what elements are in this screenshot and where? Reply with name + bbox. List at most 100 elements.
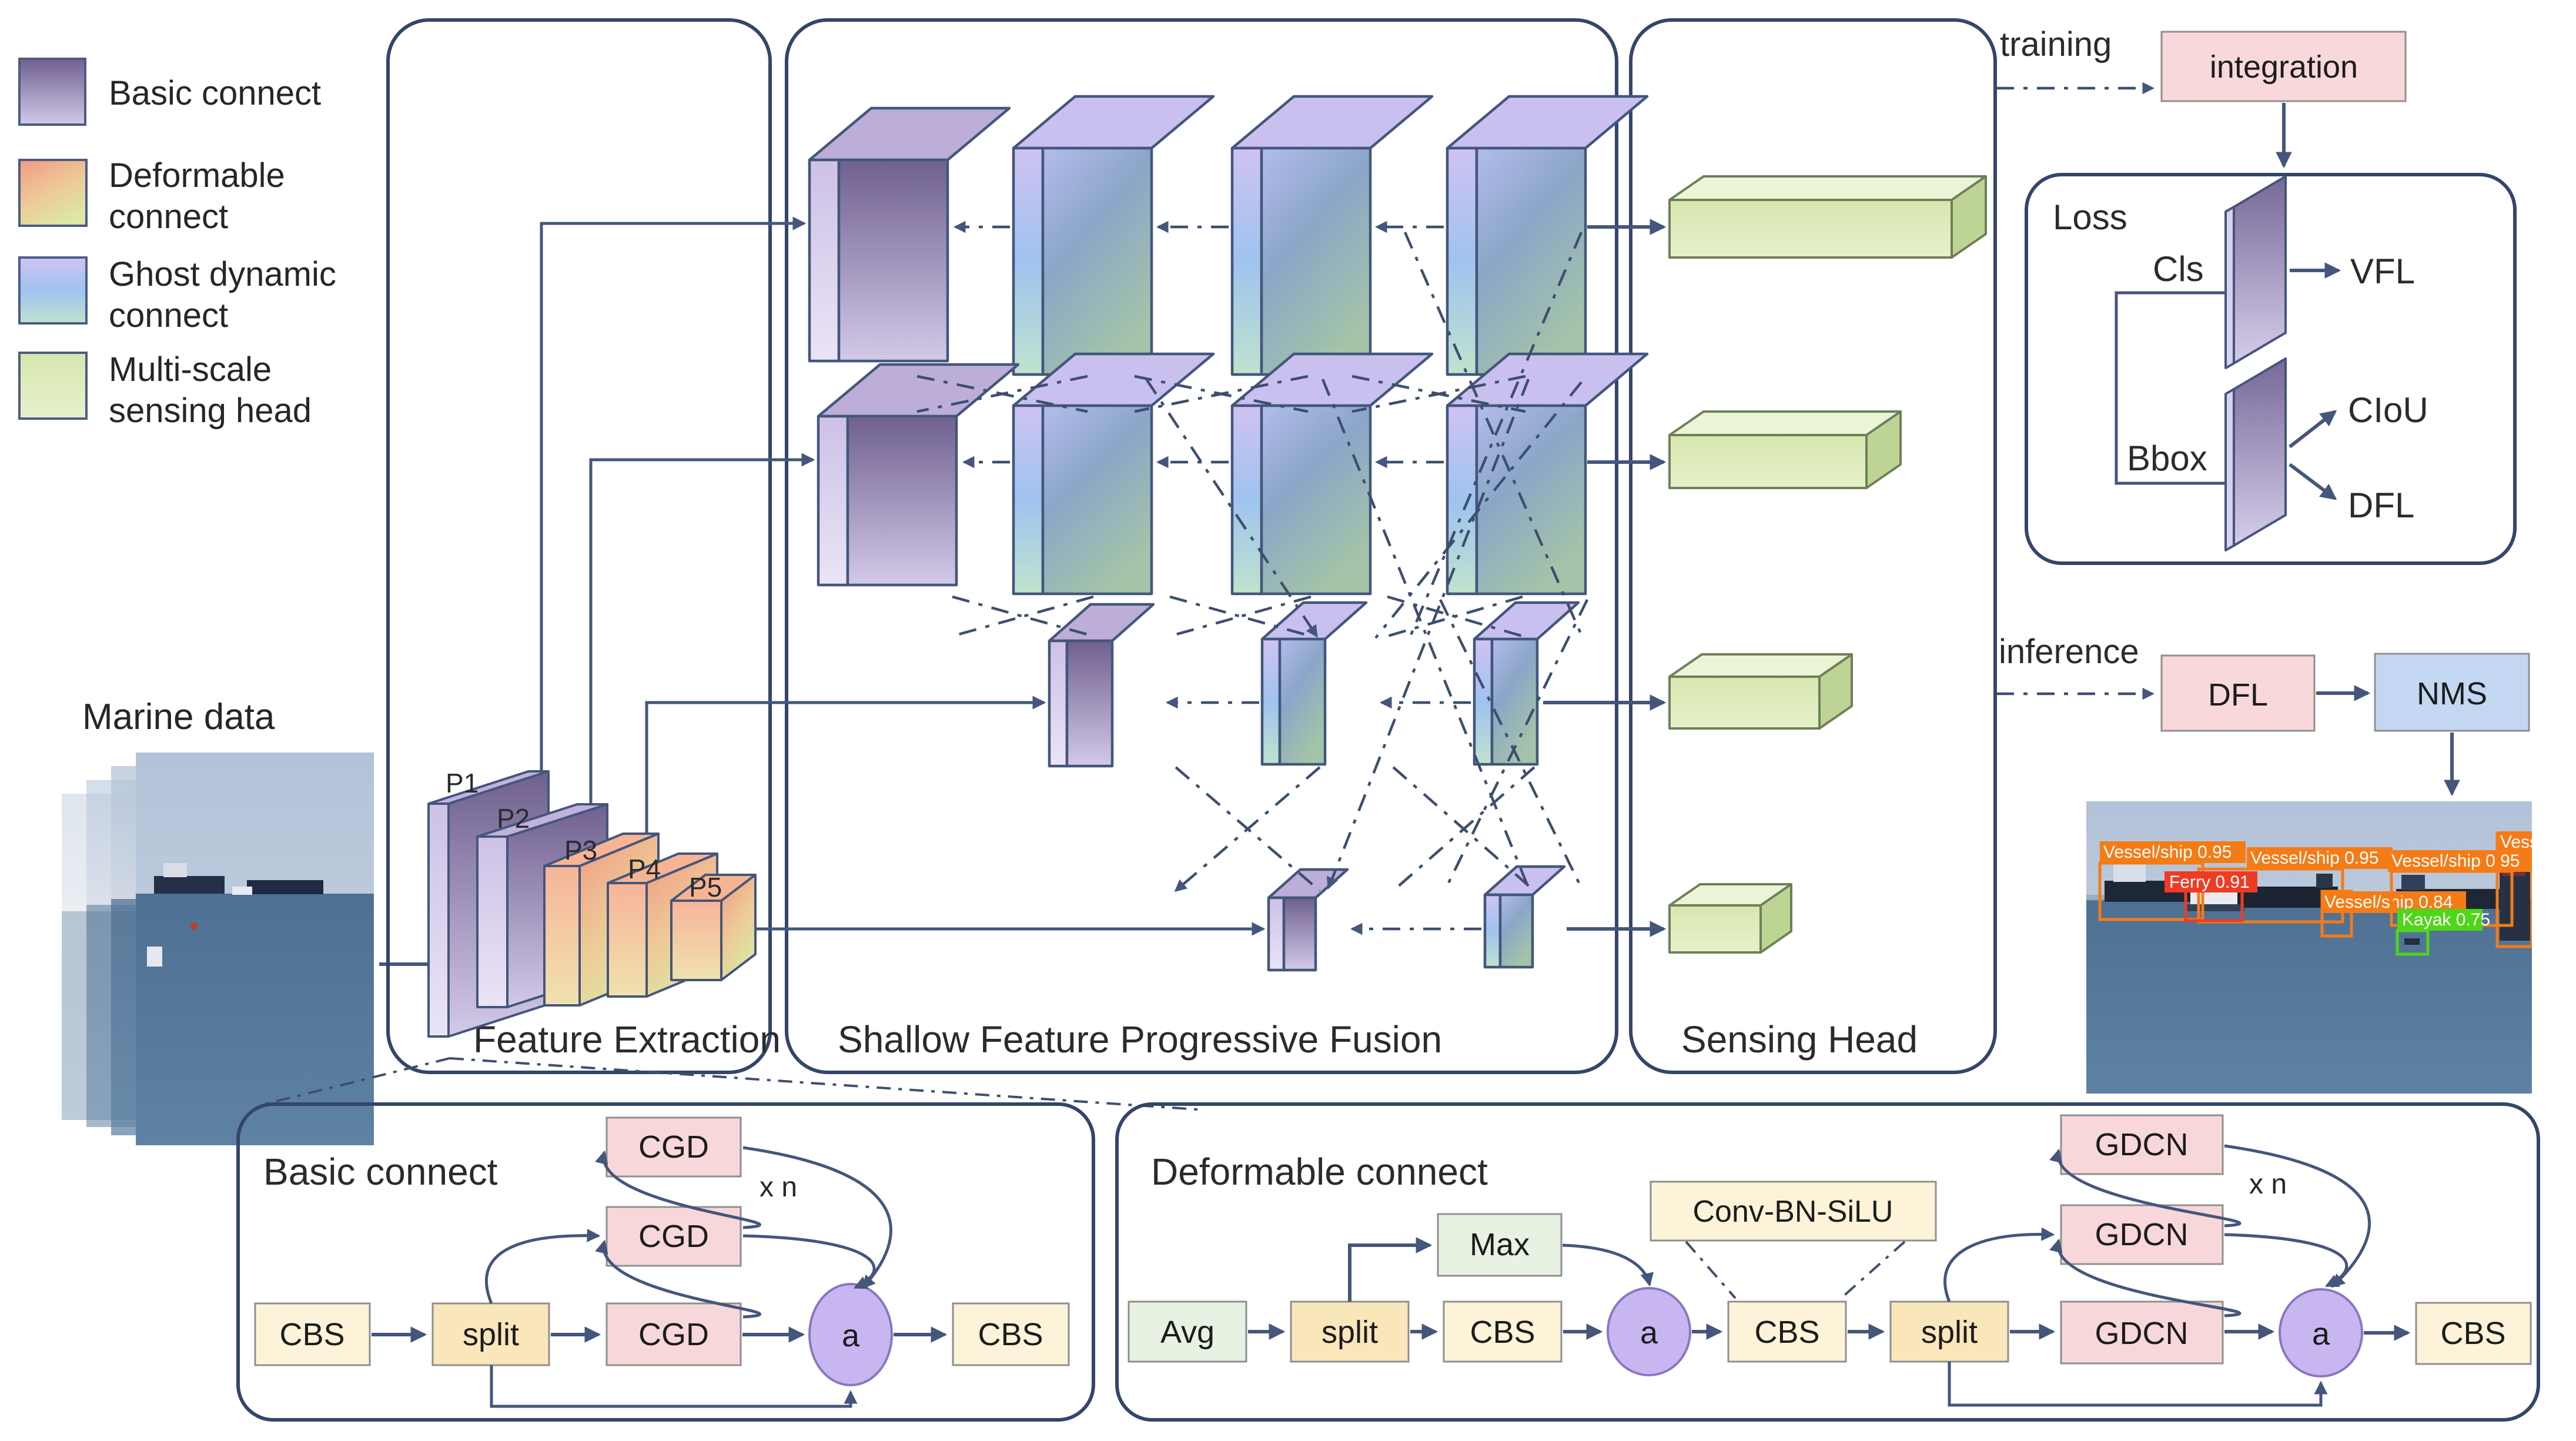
- basic-connect-panel: Basic connect CBS split CGD CGD CGD x n …: [236, 1102, 1095, 1422]
- vfl-label: VFL: [2350, 252, 2415, 291]
- marine-photo-front: [136, 753, 374, 1145]
- deformable-connect-frame: [1115, 1102, 2540, 1422]
- deformable-connect-arrows: [1248, 1144, 2411, 1407]
- deform-cbs3-label: CBS: [2440, 1316, 2505, 1351]
- deform-cbs1-box: [1443, 1300, 1563, 1363]
- fusion-slab-r1-ghost2: [1230, 95, 1434, 376]
- deform-max-box: [1437, 1213, 1563, 1277]
- fusion-mesh: [916, 220, 1589, 935]
- dfl-loss-label: DFL: [2348, 486, 2414, 525]
- inference-flow: inference DFL NMS: [1996, 633, 2530, 797]
- cls-label: Cls: [2153, 249, 2204, 289]
- fusion-slab-r2-basic: [817, 363, 1020, 587]
- sensing-box-4: [1668, 883, 1792, 954]
- loss-panel: [2025, 173, 2517, 565]
- fusion-slab-r3-basic: [1048, 603, 1155, 768]
- loss-title: Loss: [2053, 198, 2127, 237]
- integration-box: [2160, 31, 2407, 102]
- deform-agg1-ellipse: [1607, 1287, 1691, 1376]
- deform-split2-box: [1889, 1300, 2009, 1363]
- p1-label: P1: [446, 768, 479, 798]
- fusion-slab-r2-ghost1: [1012, 352, 1215, 596]
- sensing-head-boxes: [1668, 175, 1987, 954]
- det-label-1: Vessel/ship 0.95: [2103, 842, 2232, 862]
- fusion-grid: [808, 95, 1649, 972]
- deform-avg-label: Avg: [1160, 1315, 1215, 1350]
- legend-label-ghost-line2: connect: [109, 296, 228, 335]
- deform-gdcn-box-2: [2060, 1204, 2224, 1265]
- p5-label: P5: [689, 872, 722, 902]
- fusion-slab-r1-basic: [808, 106, 1011, 363]
- fusion-panel: [785, 18, 1618, 1074]
- deform-convbnsilu-label: Conv-BN-SiLU: [1693, 1195, 1893, 1229]
- deform-gdcn-label-2: GDCN: [2095, 1217, 2189, 1252]
- deform-cbs2-label: CBS: [1754, 1315, 1819, 1350]
- deform-avg-box: [1128, 1300, 1247, 1363]
- fusion-slab-r4-basic: [1267, 868, 1349, 972]
- basic-cgd-box-3: [605, 1116, 742, 1178]
- deform-gdcn-box-1: [2060, 1300, 2224, 1365]
- det-label-clipped: Vesse: [2500, 832, 2548, 852]
- backbone-routes: [540, 216, 1266, 936]
- deform-max-label: Max: [1470, 1227, 1530, 1262]
- dfl-box: [2160, 654, 2316, 732]
- basic-cbs-out-label: CBS: [978, 1317, 1043, 1352]
- sensing-box-1: [1668, 175, 1987, 259]
- legend-label-basic-connect: Basic connect: [109, 74, 321, 112]
- deformable-connect-panel: Deformable connect Avg split CBS Max a C…: [1115, 1102, 2540, 1422]
- deform-agg2-label: a: [2312, 1316, 2330, 1352]
- basic-split-box: [431, 1302, 550, 1366]
- integration-label: integration: [2210, 49, 2358, 85]
- deform-cbs1-label: CBS: [1470, 1315, 1535, 1350]
- basic-cgd-box-2: [605, 1206, 742, 1267]
- bbox-to-ciou-arrow: [2289, 410, 2337, 449]
- loss-bracket: [2115, 291, 2232, 485]
- basic-cbs-in-label: CBS: [279, 1317, 344, 1352]
- detection-boxes: Vessel/ship 0.95 Vessel/ship 0.95 Ferry …: [2098, 831, 2548, 956]
- fusion-slab-r1-ghost1: [1012, 95, 1215, 376]
- sensing-head-title: Sensing Head: [1681, 1018, 1918, 1061]
- basic-cgd-box-1: [605, 1302, 742, 1366]
- legend-swatch-sensing-head: [18, 352, 88, 420]
- basic-agg-label: a: [842, 1318, 860, 1353]
- basic-repeat-label: x n: [760, 1172, 797, 1203]
- nms-box: [2374, 653, 2530, 732]
- p4-label: P4: [628, 854, 661, 884]
- pyramid-slab-p5: [670, 874, 757, 981]
- det-label-kayak: Kayak 0.75: [2402, 910, 2490, 930]
- basic-connect-title: Basic connect: [263, 1151, 498, 1193]
- legend-label-multiscale-line2: sensing head: [109, 392, 312, 430]
- sensing-box-2: [1668, 410, 1902, 489]
- deform-cbs3-box: [2415, 1302, 2532, 1365]
- leader-to-deformable-panel: [449, 1057, 1206, 1111]
- legend-swatch-basic-connect: [18, 58, 86, 126]
- deform-gdcn-label-1: GDCN: [2095, 1316, 2189, 1351]
- bbox-plate: [2224, 357, 2287, 551]
- basic-connect-arrows: [372, 1146, 948, 1408]
- training-flow: training integration Loss Cls Bbox VFL C…: [1996, 25, 2517, 565]
- deformable-connect-title: Deformable connect: [1151, 1151, 1488, 1193]
- deform-gdcn-label-3: GDCN: [2095, 1127, 2189, 1162]
- deform-split2-label: split: [1921, 1315, 1978, 1350]
- bbox-label: Bbox: [2127, 439, 2207, 478]
- det-label-2: Vessel/ship 0.95: [2250, 848, 2378, 868]
- basic-cbs-out-box: [952, 1302, 1070, 1366]
- basic-cgd-label-2: CGD: [638, 1219, 709, 1254]
- deform-gdcn-box-3: [2060, 1114, 2224, 1175]
- basic-cgd-label-3: CGD: [638, 1129, 709, 1165]
- deform-split1-box: [1290, 1300, 1410, 1363]
- det-label-5: Vessel/ship 0.95: [2391, 851, 2520, 871]
- marine-data-input: Marine data: [62, 697, 463, 1145]
- basic-split-label: split: [463, 1317, 519, 1352]
- sensing-head-panel: [1629, 18, 1997, 1074]
- deform-convbnsilu-box: [1650, 1181, 1937, 1242]
- marine-data-label: Marine data: [82, 697, 275, 737]
- deform-agg2-ellipse: [2279, 1288, 2363, 1378]
- basic-cbs-in-box: [254, 1302, 371, 1366]
- p3-label: P3: [564, 835, 597, 865]
- training-label: training: [2000, 25, 2112, 63]
- basic-agg-ellipse: [808, 1283, 893, 1386]
- legend-label-multiscale-line1: Multi-scale: [109, 350, 272, 389]
- deform-agg1-label: a: [1640, 1315, 1658, 1350]
